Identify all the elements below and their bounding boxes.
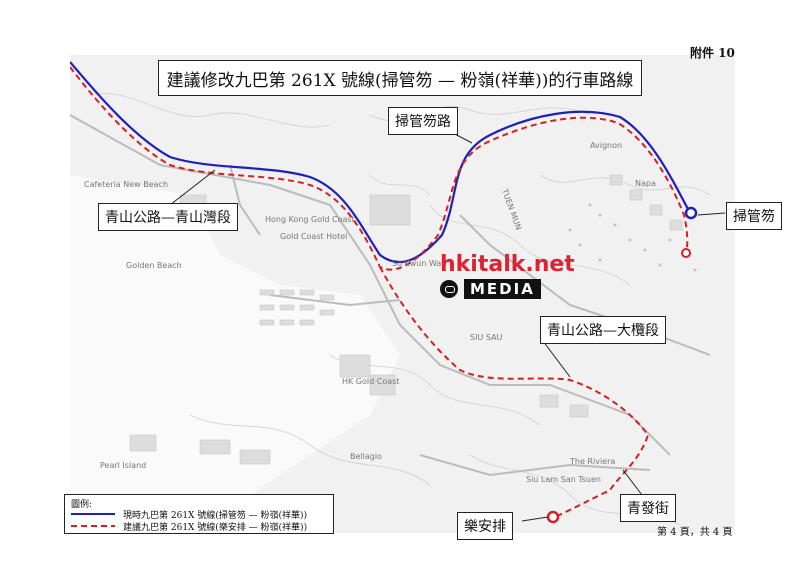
legend-proposed-swatch [71,525,115,527]
legend-row-proposed: 建議九巴第 261X 號線(樂安排 — 粉嶺(祥華)) [71,520,308,533]
label-so-kwun-wat: 掃管笏 [726,202,782,230]
label-so-kwun-wat-road: 掃管笏路 [388,107,458,135]
proposed-route-line [70,66,689,271]
map-title: 建議修改九巴第 261X 號線(掃管笏 — 粉嶺(祥華))的行車路線 [158,60,642,96]
leader-so-kwun-wat [697,212,726,216]
map-text-gold-coast-hotel: Gold Coast Hotel [280,232,348,241]
annex-number: 附件 10 [690,46,735,60]
map-text-siu-sau: SIU SAU [470,333,503,342]
label-tsing-fat-street: 青發街 [620,494,676,522]
map-text-siu-lam-san-tsuen: Siu Lam San Tsuen [526,475,601,484]
legend-current-text: 現時九巴第 261X 號線(掃管笏 — 粉嶺(祥華)) [123,510,308,521]
leader-tsing-fat [622,469,643,496]
so-kwun-wat-terminus-current [684,206,698,220]
map-text-pearl-island: Pearl Island [100,461,147,470]
legend: 圖例: 現時九巴第 261X 號線(掃管笏 — 粉嶺(祥華)) 建議九巴第 26… [64,494,334,534]
leader-castle-bay [169,169,216,206]
legend-proposed-text: 建議九巴第 261X 號線(樂安排 — 粉嶺(祥華)) [123,522,308,533]
map-text-so-kwun-wat-village: So Kwun Wat [392,259,445,268]
map-text-hk-gold-coast: Hong Kong Gold Coast [265,215,355,224]
watermark-media: MEDIA [464,279,541,299]
current-route-line [70,61,691,264]
map-text-avignon: Avignon [590,141,623,150]
label-castle-peak-castle-bay: 青山公路—青山灣段 [98,203,238,231]
map-text-hk-gold-coast-2: HK Gold Coast [342,377,400,386]
legend-row-current: 現時九巴第 261X 號線(掃管笏 — 粉嶺(祥華)) [71,508,308,521]
map-text-bellagio: Bellagio [350,452,382,461]
map-text-napa: Napa [635,179,656,188]
media-logo-icon [440,280,458,298]
watermark-site: hkitalk.net [440,252,575,277]
lok-on-pai-terminus [546,510,560,524]
route-overlay [70,61,726,524]
map-text-golden-beach: Golden Beach [126,261,182,270]
label-castle-peak-tai-lam: 青山公路—大欖段 [540,316,666,344]
watermark: hkitalk.net MEDIA [440,252,575,299]
proposed-route-extension [379,266,650,519]
so-kwun-wat-terminus-proposed [681,248,691,258]
leader-lok-on-pai [521,516,549,522]
map-text-cafeteria: Cafeteria New Beach [84,180,169,189]
legend-current-swatch [71,513,115,515]
label-lok-on-pai: 樂安排 [457,512,513,540]
map-text-the-riviera: The Riviera [570,457,616,466]
legend-title: 圖例: [71,500,93,510]
page-number: 第 4 頁，共 4 頁 [657,527,733,538]
